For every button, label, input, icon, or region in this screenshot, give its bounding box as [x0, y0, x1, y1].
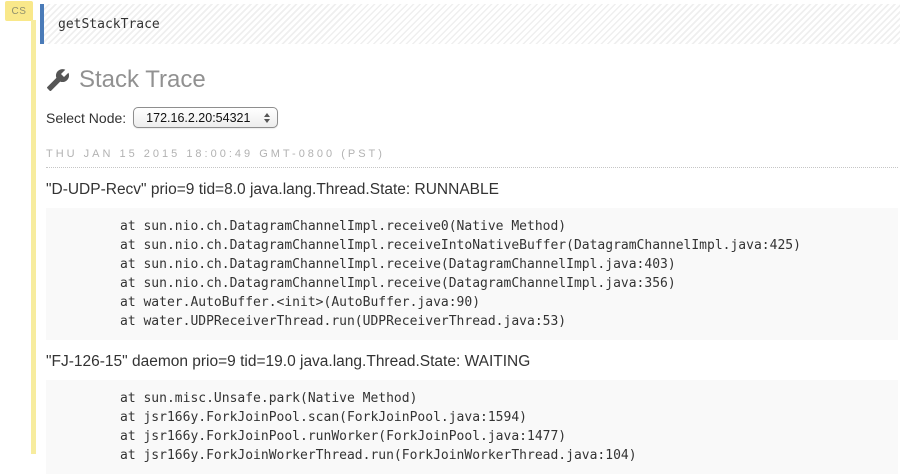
page-title: Stack Trace	[46, 66, 898, 94]
page-title-text: Stack Trace	[79, 66, 206, 93]
stack-frame-line: at jsr166y.ForkJoinPool.scan(ForkJoinPoo…	[120, 410, 527, 425]
stack-frame-line: at sun.nio.ch.DatagramChannelImpl.receiv…	[120, 238, 801, 253]
stack-frame-line: at water.UDPReceiverThread.run(UDPReceiv…	[120, 314, 567, 329]
stack-frame-line: at sun.nio.ch.DatagramChannelImpl.receiv…	[120, 219, 567, 234]
cell-code-text: getStackTrace	[58, 16, 160, 32]
stacktrace-timestamp: THU JAN 15 2015 18:00:49 GMT-0800 (PST)	[46, 148, 898, 168]
select-arrows-icon	[264, 112, 271, 123]
thread-header: "D-UDP-Recv" prio=9 tid=8.0 java.lang.Th…	[46, 181, 499, 198]
cell-output: Stack Trace Select Node: 172.16.2.20:543…	[46, 44, 898, 474]
stack-frame-line: at sun.nio.ch.DatagramChannelImpl.receiv…	[120, 257, 676, 272]
cell-type-badge: CS	[5, 1, 33, 21]
stack-frames: at sun.misc.Unsafe.park(Native Method) at…	[46, 380, 898, 474]
threads: "D-UDP-Recv" prio=9 tid=8.0 java.lang.Th…	[46, 181, 898, 474]
thread-header: "FJ-126-15" daemon prio=9 tid=19.0 java.…	[46, 353, 531, 370]
stack-frame-line: at sun.misc.Unsafe.park(Native Method)	[120, 391, 418, 406]
stack-frame-line: at sun.nio.ch.DatagramChannelImpl.receiv…	[120, 276, 676, 291]
flow-cell-input[interactable]: getStackTrace	[40, 4, 900, 44]
thread-block: "D-UDP-Recv" prio=9 tid=8.0 java.lang.Th…	[46, 181, 898, 340]
stack-frames: at sun.nio.ch.DatagramChannelImpl.receiv…	[46, 208, 898, 340]
wrench-icon	[47, 69, 70, 91]
cell-gutter-line	[31, 20, 36, 454]
stack-frame-line: at jsr166y.ForkJoinPool.runWorker(ForkJo…	[120, 429, 567, 444]
select-node-label: Select Node:	[46, 109, 127, 126]
thread-block: "FJ-126-15" daemon prio=9 tid=19.0 java.…	[46, 353, 898, 474]
node-select-dropdown[interactable]: 172.16.2.20:54321	[133, 107, 279, 128]
stack-frame-line: at jsr166y.ForkJoinWorkerThread.run(Fork…	[120, 448, 637, 463]
node-selector-row: Select Node: 172.16.2.20:54321	[46, 107, 898, 128]
selected-node-value: 172.16.2.20:54321	[146, 110, 251, 125]
stack-frame-line: at water.AutoBuffer.<init>(AutoBuffer.ja…	[120, 295, 481, 310]
